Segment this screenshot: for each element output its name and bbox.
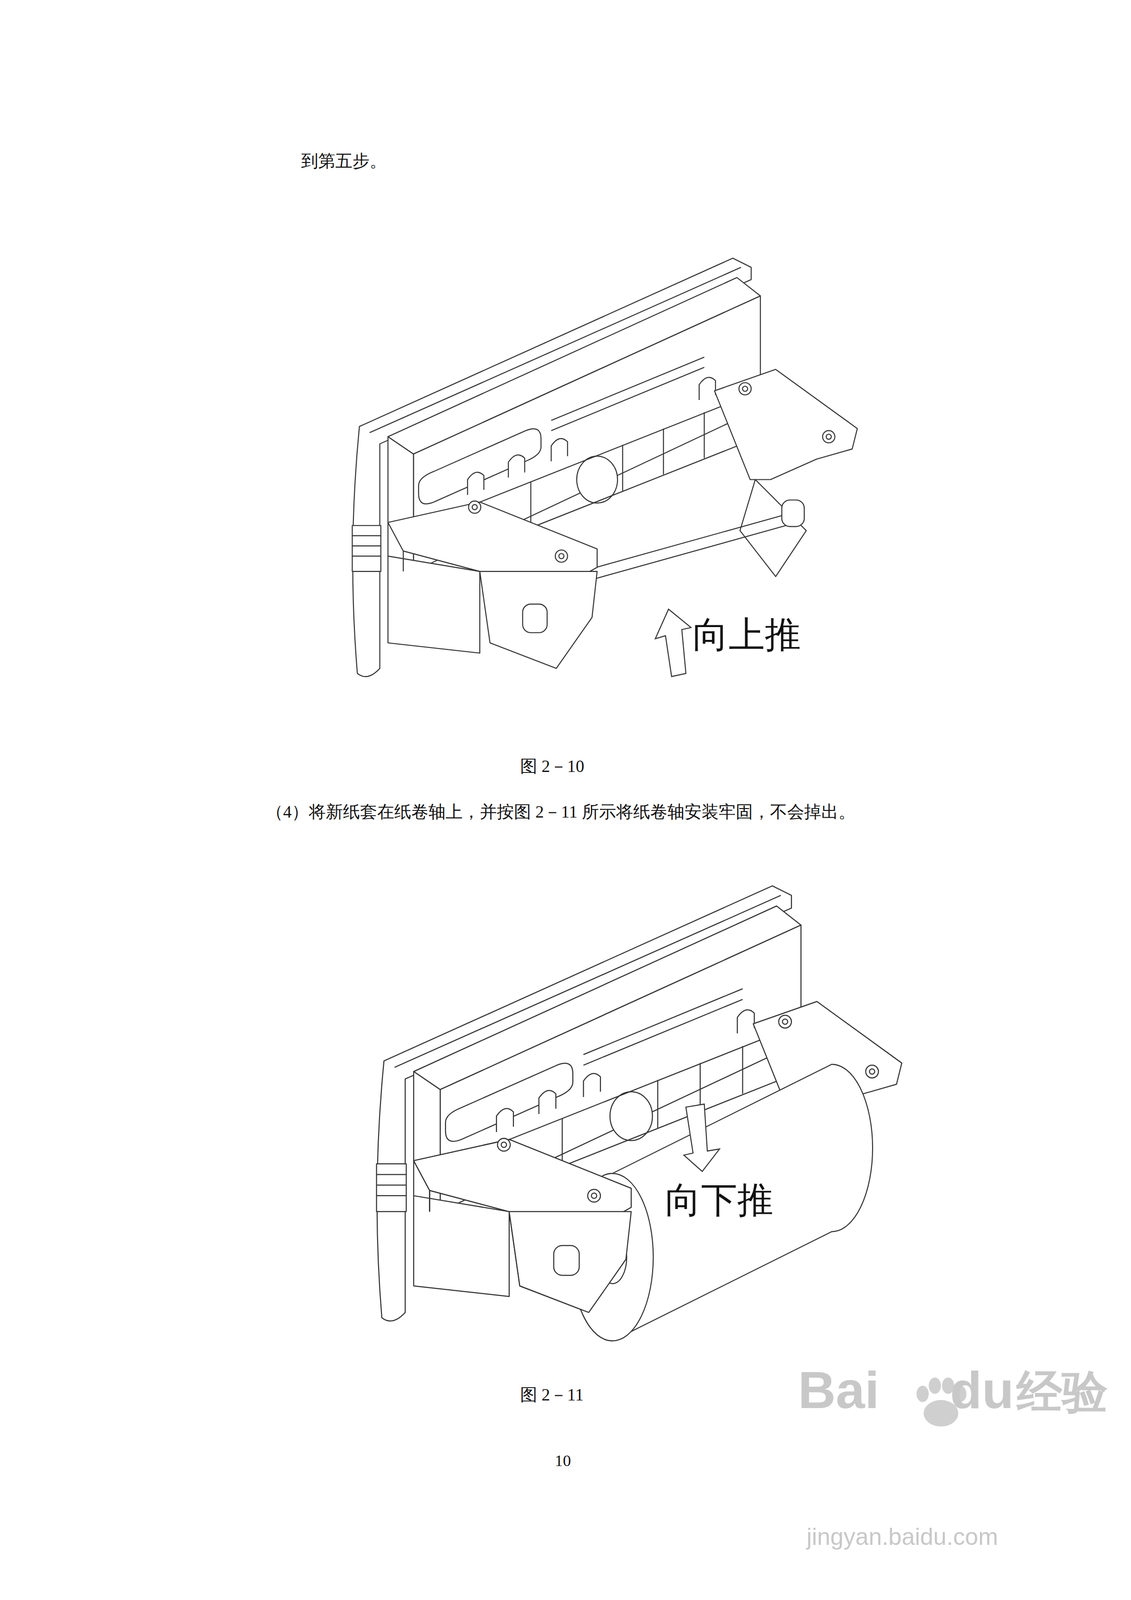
figure-caption: 图 2－11 [520, 1384, 584, 1406]
step-text: （4）将新纸套在纸卷轴上，并按图 2－11 所示将纸卷轴安装牢固，不会掉出。 [266, 801, 856, 823]
body-text: 到第五步。 [301, 151, 387, 172]
watermark-url: jingyan.baidu.com [806, 1522, 998, 1551]
action-label: 向上推 [692, 612, 801, 656]
watermark: 经验 [1016, 1364, 1108, 1419]
figure-caption: 图 2－10 [520, 756, 585, 777]
action-label: 向下推 [665, 1178, 774, 1222]
page-number: 10 [554, 1451, 571, 1471]
watermark: Bai [798, 1358, 880, 1422]
watermark: du [950, 1358, 1014, 1422]
